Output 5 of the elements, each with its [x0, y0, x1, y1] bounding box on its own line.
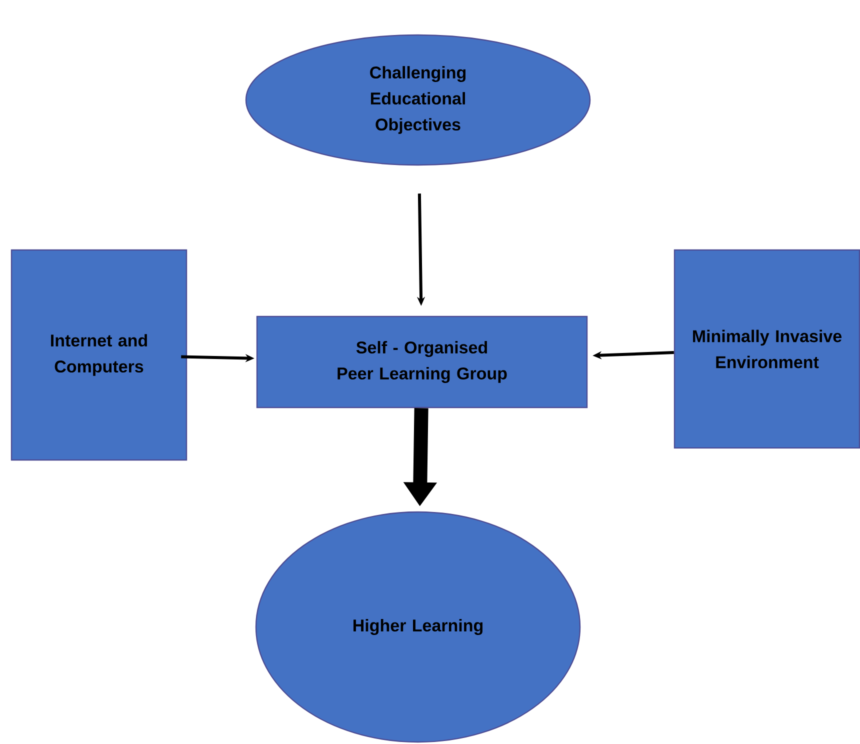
process-box: Minimally Invasive Environment: [674, 249, 860, 449]
process-box: Self - Organised Peer Learning Group: [256, 316, 588, 408]
ellipse-node: Higher Learning: [255, 511, 581, 743]
ellipse-node: Challenging Educational Objectives: [245, 34, 591, 166]
process-box: Internet and Computers: [10, 249, 188, 461]
